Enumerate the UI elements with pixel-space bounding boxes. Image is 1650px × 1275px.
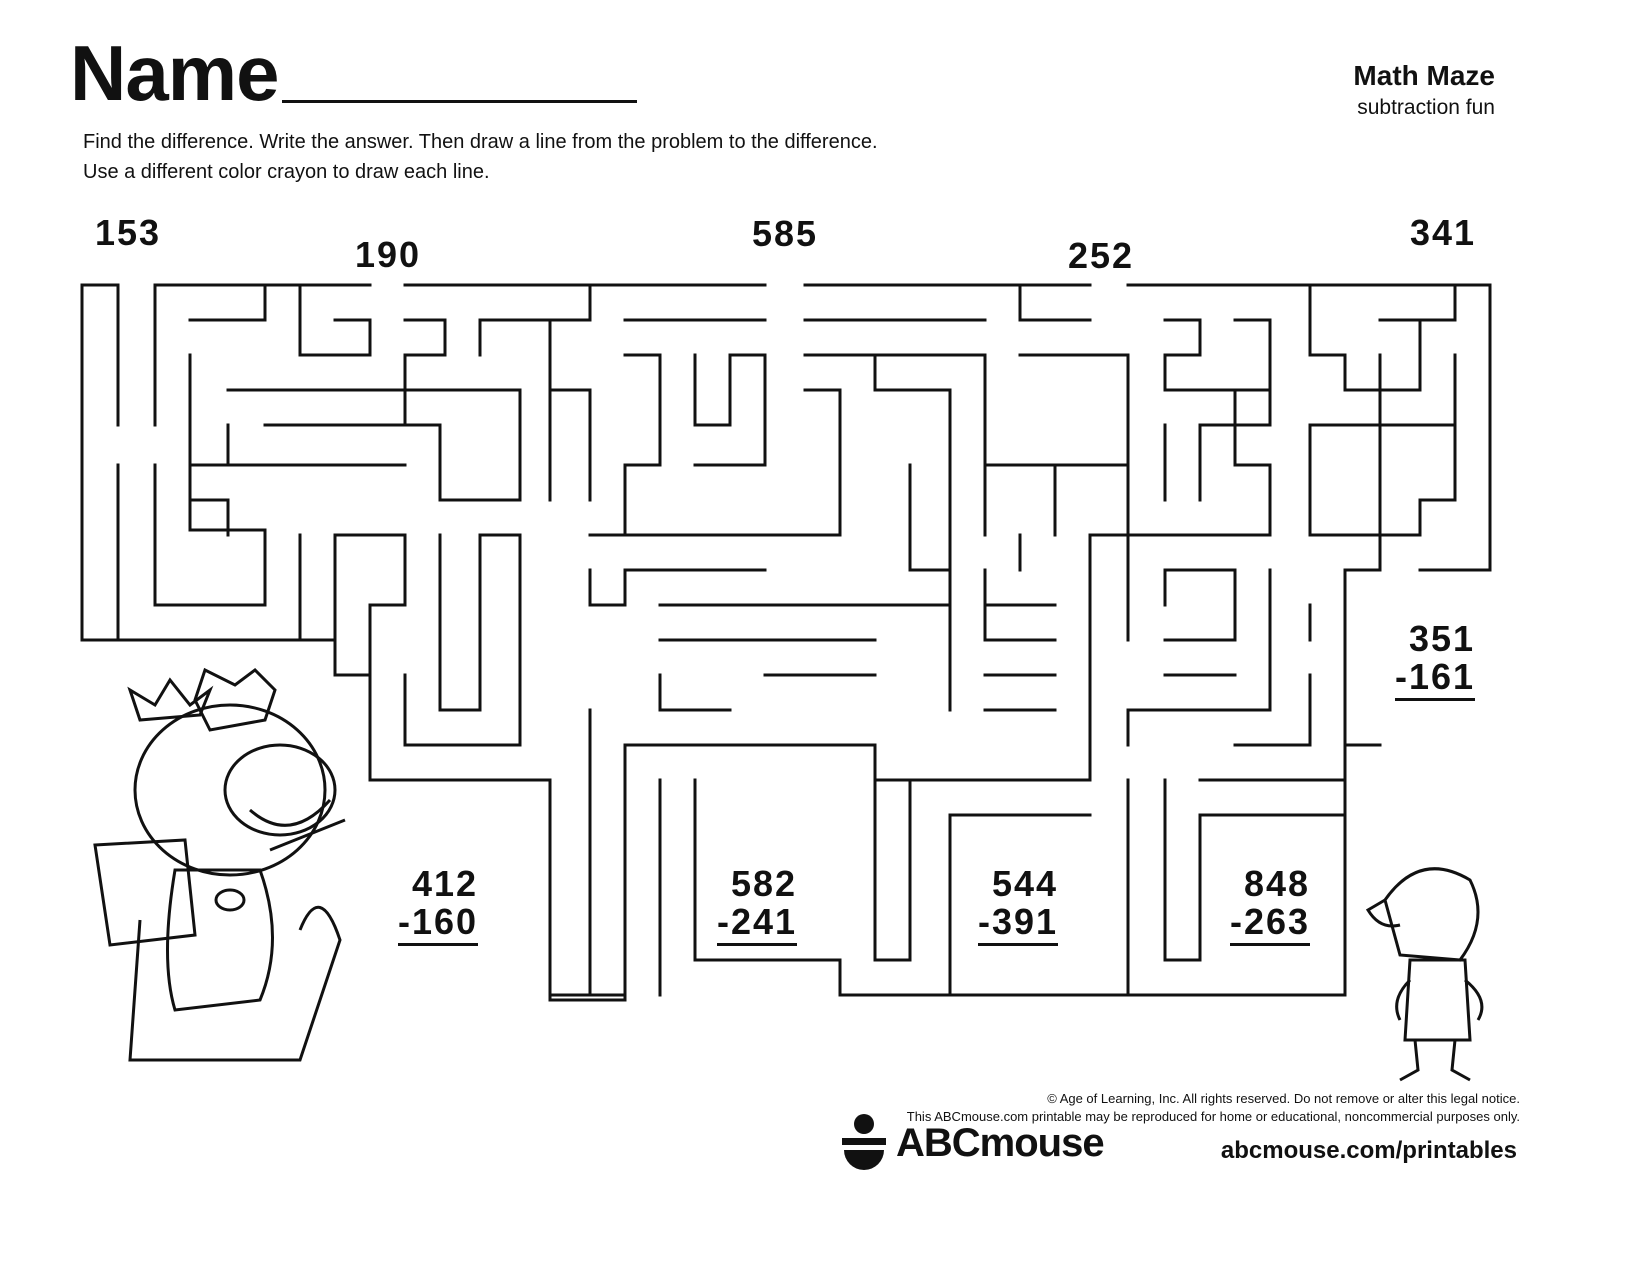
maze-wall — [873, 533, 1237, 782]
maze-wall — [1018, 353, 1130, 537]
maze-wall — [588, 388, 842, 537]
problem-bottom: -161 — [1395, 658, 1476, 701]
problem-top: 848 — [1243, 863, 1311, 904]
worksheet-title: Math Maze — [1353, 60, 1495, 91]
name-input-line[interactable] — [282, 100, 637, 103]
problem-top: 582 — [730, 863, 798, 904]
maze-wall — [226, 423, 407, 467]
maze-wall — [548, 708, 1130, 997]
maze-wall — [226, 388, 522, 502]
maze-wall — [983, 463, 1167, 607]
maze-wall — [1308, 423, 1457, 537]
maze-wall — [80, 463, 120, 642]
abcmouse-logo-icon — [842, 1114, 886, 1170]
legal-notice: © Age of Learning, Inc. All rights reser… — [907, 1090, 1520, 1126]
instruction-line: Find the difference. Write the answer. T… — [83, 131, 878, 153]
maze-wall — [1163, 283, 1422, 392]
maze-wall — [80, 283, 120, 642]
maze-wall — [298, 283, 372, 357]
maze-wall — [1163, 318, 1272, 502]
maze-wall — [298, 318, 447, 427]
legal-line: © Age of Learning, Inc. All rights reser… — [1047, 1091, 1520, 1106]
answer-585: 585 — [752, 213, 819, 254]
abcmouse-logo: ABCmouse — [840, 1112, 1105, 1174]
maze-wall — [803, 353, 987, 712]
maze-wall — [1126, 388, 1272, 537]
maze-wall — [908, 463, 952, 572]
maze-wall — [1126, 568, 1272, 747]
maze-wall — [333, 533, 372, 677]
legal-line: This ABCmouse.com printable may be repro… — [906, 1109, 1520, 1124]
maze-wall — [1126, 603, 1347, 997]
printables-url[interactable]: abcmouse.com/printables — [1220, 1137, 1517, 1164]
problem-351-161: 351 -161 — [1395, 618, 1476, 701]
problem-582-241: 582 -241 — [717, 863, 798, 946]
problem-bottom: -160 — [398, 903, 479, 946]
hedgehog-icon — [1365, 867, 1484, 1082]
answer-153: 153 — [95, 212, 162, 253]
worksheet-subtitle: subtraction fun — [1357, 96, 1495, 119]
maze-wall — [1018, 283, 1092, 322]
problem-bottom: -391 — [978, 903, 1059, 946]
instruction-line: Use a different color crayon to draw eac… — [83, 161, 490, 183]
maze-wall — [1343, 353, 1382, 747]
answer-341: 341 — [1410, 212, 1477, 253]
maze-wall — [188, 283, 267, 322]
lion-king-icon — [93, 667, 346, 1062]
maze-wall — [1126, 673, 1347, 997]
maze-wall — [588, 568, 952, 712]
name-label: Name — [70, 29, 279, 117]
maze-wall — [693, 353, 767, 467]
maze-wall — [188, 353, 230, 537]
maze-wall — [513, 318, 592, 502]
maze-wall — [948, 813, 1092, 997]
logo-text: ABCmouse — [896, 1120, 1105, 1165]
problem-top: 351 — [1408, 618, 1476, 659]
maze-wall — [983, 568, 1057, 712]
maze-wall — [623, 353, 662, 537]
problem-bottom: -241 — [717, 903, 798, 946]
answer-190: 190 — [355, 234, 422, 275]
problem-bottom: -263 — [1230, 903, 1311, 946]
maze-wall — [333, 533, 912, 1002]
answer-252: 252 — [1068, 235, 1135, 276]
problem-848-263: 848 -263 — [1230, 863, 1311, 946]
problem-412-160: 412 -160 — [398, 863, 479, 946]
maze-wall — [403, 533, 522, 747]
problem-top: 412 — [411, 863, 479, 904]
problem-top: 544 — [991, 863, 1059, 904]
maze-wall — [1378, 283, 1457, 467]
problem-544-391: 544 -391 — [978, 863, 1059, 946]
